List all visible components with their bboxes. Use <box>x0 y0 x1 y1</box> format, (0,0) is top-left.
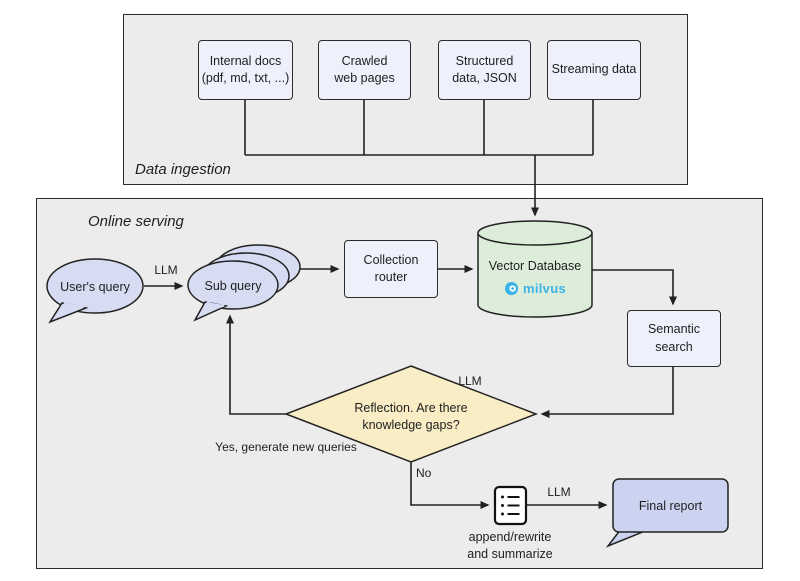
vector-db-cylinder <box>477 220 593 318</box>
milvus-icon <box>504 281 519 296</box>
collection-router-line1: Collection <box>363 252 419 267</box>
source-box-internal-docs-line1: Internal docs <box>209 53 282 68</box>
source-box-streaming-data-line1: Streaming data <box>551 62 637 77</box>
source-box-streaming-data: Streaming data <box>547 40 641 100</box>
diamond-yes-to-subquery-arrow <box>226 314 286 415</box>
append-summarize-note: append/rewrite and summarize <box>450 529 570 563</box>
source-box-crawled-web-line1: Crawled <box>341 53 388 68</box>
diamond-no-to-doc-arrow <box>410 462 490 509</box>
document-icon <box>493 485 528 526</box>
vector-db-label: Vector Database <box>488 259 582 273</box>
final-report-label: Final report <box>638 499 703 513</box>
semantic-search-label: Semantic search <box>647 322 701 354</box>
reflection-label: Reflection. Are there knowledge gaps? <box>320 400 502 434</box>
edge-label-yes-branch: Yes, generate new queries <box>215 440 357 454</box>
source-box-crawled-web: Crawled web pages <box>318 40 411 100</box>
edge-label-llm-user-to-sub: LLM <box>154 263 178 277</box>
edge-label-no-branch: No <box>416 466 432 480</box>
sub-query-label: Sub query <box>204 279 262 293</box>
collection-router-box: Collection router <box>344 240 438 298</box>
source-box-internal-docs: Internal docs (pdf, md, txt, ...) <box>198 40 293 100</box>
append-note-line2: and summarize <box>467 546 553 561</box>
source-box-crawled-web-line2: web pages <box>334 71 395 85</box>
data-ingestion-label: Data ingestion <box>135 161 231 178</box>
source-box-structured-data-line2: data, JSON <box>452 71 517 85</box>
final-report-bubble <box>605 478 729 548</box>
source-box-structured-data-line1: Structured <box>455 53 514 68</box>
collection-router-line2: router <box>374 270 408 284</box>
user-query-bubble <box>46 258 144 324</box>
sub-query-bubbles <box>187 244 301 322</box>
milvus-logo: milvus <box>478 281 592 296</box>
vectordb-to-semanticsearch-arrow <box>592 269 677 306</box>
semanticsearch-to-diamond-arrow <box>540 367 674 418</box>
edge-label-llm-reflection: LLM <box>458 374 482 388</box>
edge-label-llm-report: LLM <box>547 485 571 499</box>
user-query-label: User's query <box>60 280 130 294</box>
reflection-line2: knowledge gaps? <box>362 417 460 432</box>
source-box-internal-docs-line2: (pdf, md, txt, ...) <box>201 71 290 85</box>
semantic-search-box: Semantic search <box>627 310 721 367</box>
online-serving-label: Online serving <box>88 213 184 230</box>
reflection-diamond <box>283 365 539 463</box>
reflection-line1: Reflection. Are there <box>354 401 468 415</box>
source-box-structured-data: Structured data, JSON <box>438 40 531 100</box>
milvus-label: milvus <box>523 281 566 296</box>
ingestion-collector-lines <box>244 100 594 156</box>
append-note-line1: append/rewrite <box>468 530 552 544</box>
